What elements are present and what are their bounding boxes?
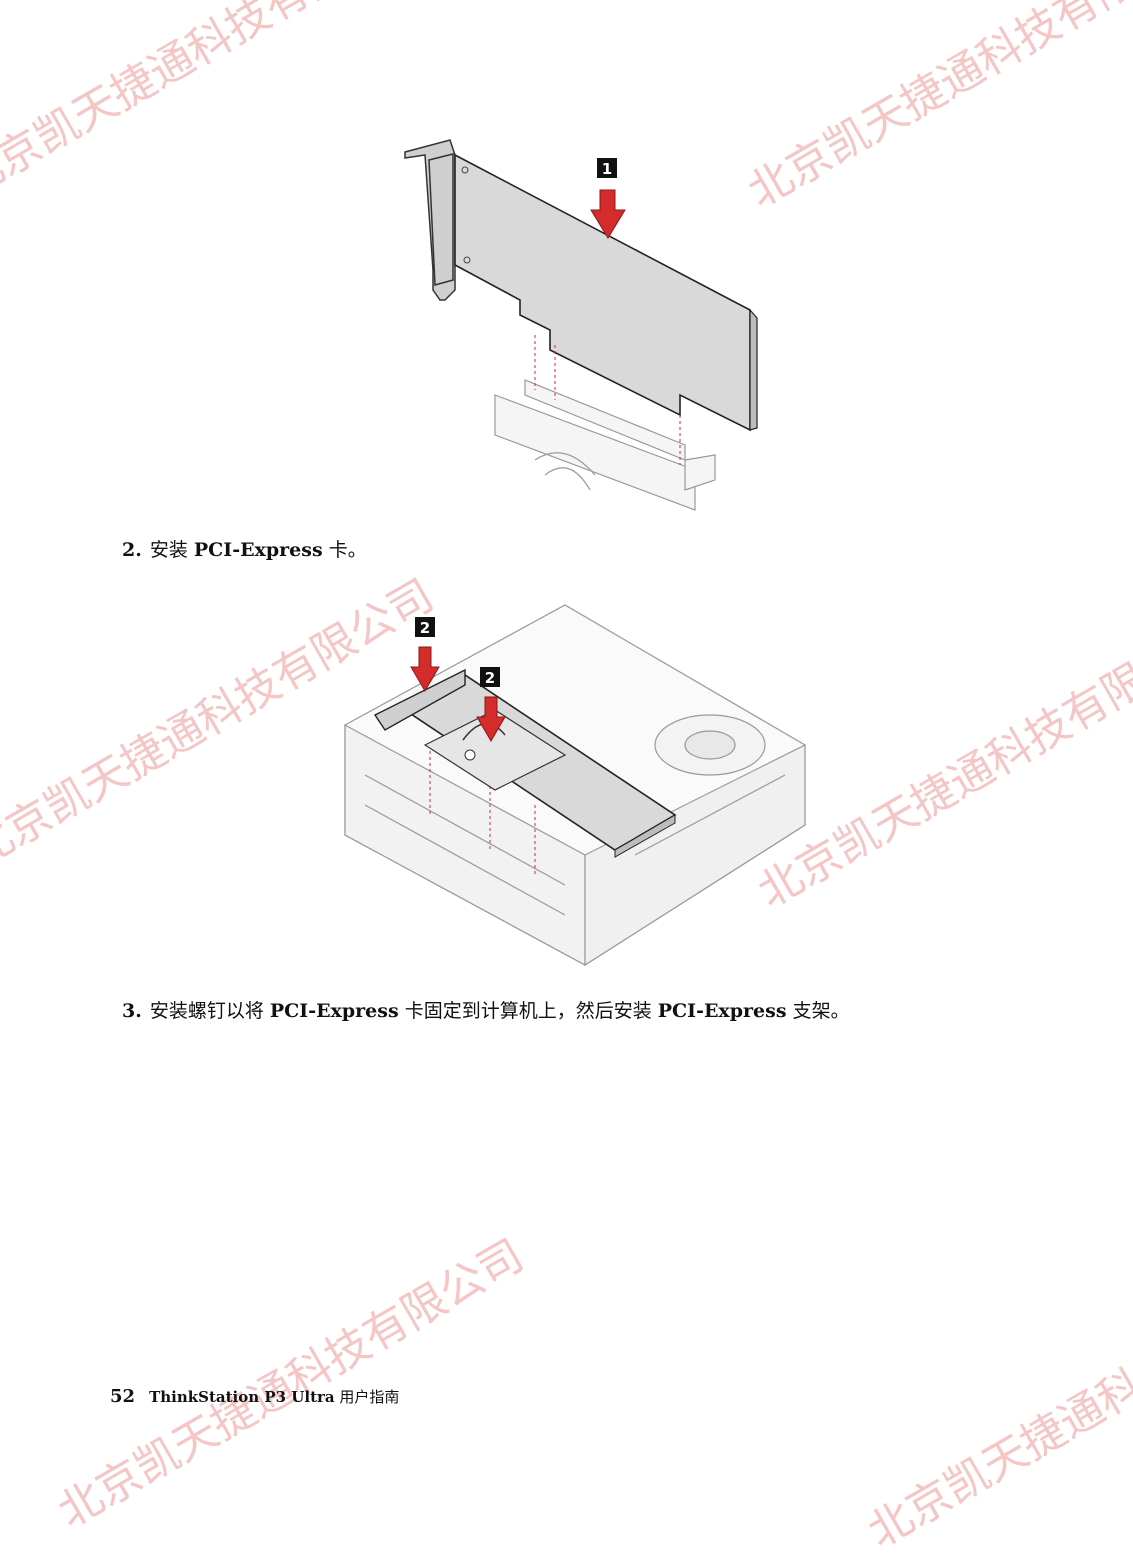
document-title: ThinkStation P3 Ultra <box>149 1388 335 1406</box>
card-bracket <box>404 139 456 301</box>
down-arrow-icon <box>476 696 506 742</box>
callout-box <box>480 667 500 687</box>
document-title-suffix: 用户指南 <box>334 1388 400 1406</box>
watermark: 北京凯天捷通科技有限公司 <box>859 1249 1133 1558</box>
watermark: 北京凯天捷通科技有限公司 <box>49 1229 533 1538</box>
step-2-text: 2.安装 PCI-Express 卡。 <box>122 539 367 561</box>
callout-label: 2 <box>420 619 430 637</box>
figure-card-insertion: 1 <box>404 139 758 511</box>
guide-lines <box>534 335 681 465</box>
watermark: 北京凯天捷通科技有限公司 <box>739 0 1133 218</box>
page-number: 52 <box>110 1386 136 1407</box>
down-arrow-icon <box>590 189 626 239</box>
callout-label: 2 <box>485 669 495 687</box>
page-footer: 52 ThinkStation P3 Ultra 用户指南 <box>110 1386 399 1407</box>
callout-box <box>415 617 435 637</box>
watermark: 北京凯天捷通科技有限公司 <box>0 0 433 208</box>
pci-express-card <box>454 153 758 432</box>
riser-slot <box>494 379 716 511</box>
callout-box <box>597 158 617 178</box>
down-arrow-icon <box>410 646 440 692</box>
callout-label: 1 <box>602 160 612 178</box>
pci-express-card <box>373 668 677 858</box>
step-3-text: 3.安装螺钉以将 PCI-Express 卡固定到计算机上，然后安装 PCI-E… <box>122 1000 850 1022</box>
figure-card-in-chassis: 2 2 <box>344 604 806 967</box>
